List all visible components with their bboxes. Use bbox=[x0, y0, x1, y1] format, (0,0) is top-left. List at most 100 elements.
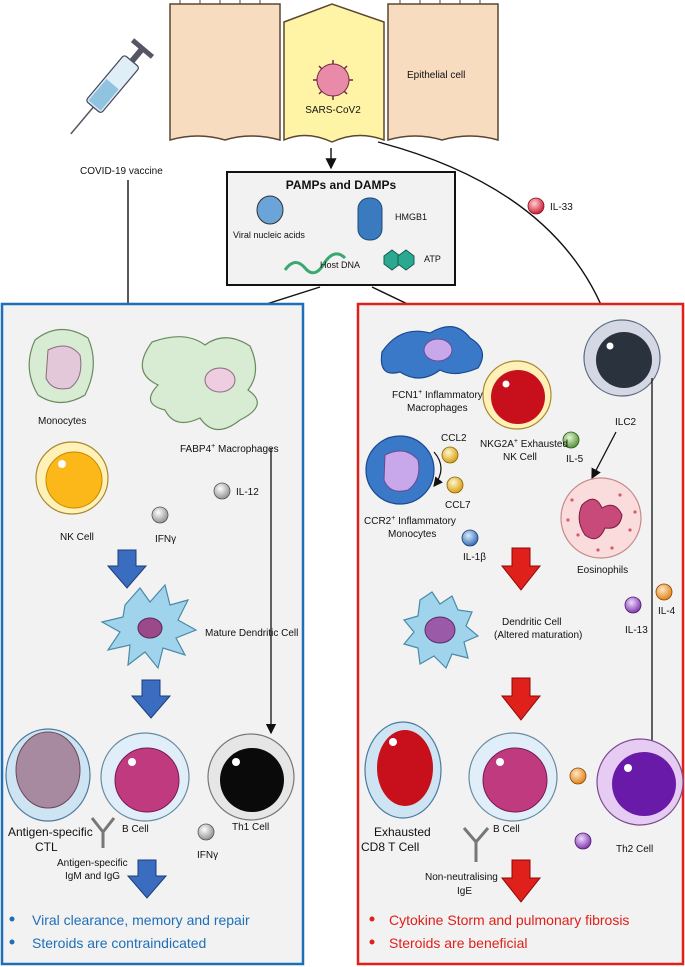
epithelial-label: Epithelial cell bbox=[407, 70, 465, 81]
th2-cell-label: Th2 Cell bbox=[616, 844, 653, 855]
fcn1-label-2: Macrophages bbox=[407, 403, 468, 414]
b-cell-icon-left bbox=[100, 732, 190, 822]
cd8-label-1: Exhausted bbox=[374, 825, 431, 839]
antibody-label-2: IgM and IgG bbox=[65, 871, 120, 882]
ctl-label-1: Antigen-specific bbox=[8, 825, 93, 839]
b-cell-label-right: B Cell bbox=[493, 824, 520, 835]
nkg2a-rest: Exhausted bbox=[518, 439, 568, 450]
ccl7-label: CCL7 bbox=[445, 500, 471, 511]
eosinophils-label: Eosinophils bbox=[577, 565, 628, 576]
il5-label: IL-5 bbox=[566, 454, 584, 465]
ifng-label-1: IFNγ bbox=[155, 534, 176, 545]
b-cell-icon-right bbox=[468, 732, 558, 822]
atp-label: ATP bbox=[424, 254, 441, 264]
il4-label: IL-4 bbox=[658, 606, 676, 617]
il13-label: IL-13 bbox=[625, 625, 648, 636]
fcn1-label-1: FCN1+ Inflammatory bbox=[392, 389, 483, 401]
b-cell-label-left: B Cell bbox=[122, 824, 149, 835]
fabp4-text: FABP4 bbox=[180, 444, 212, 455]
viral-nucleic-acid-icon bbox=[256, 195, 284, 225]
pamps-title: PAMPs and DAMPs bbox=[286, 178, 397, 192]
hmgb1-icon bbox=[357, 197, 383, 241]
th1-cell-label: Th1 Cell bbox=[232, 822, 269, 833]
epithelial-cell-right bbox=[387, 3, 499, 142]
il1b-cytokine-icon bbox=[461, 529, 479, 547]
il12-cytokine-icon bbox=[213, 482, 231, 500]
nkg2a-text: NKG2A bbox=[480, 439, 514, 450]
host-dna-label: Host DNA bbox=[320, 260, 360, 270]
left-bullet-1: Viral clearance, memory and repair bbox=[32, 912, 250, 928]
red-down-arrow-3 bbox=[500, 859, 542, 903]
red-down-arrow-2 bbox=[500, 677, 542, 721]
ifng-label-2: IFNγ bbox=[197, 850, 218, 861]
nk-cell-icon bbox=[35, 441, 109, 515]
fcn1-macrophage-icon bbox=[380, 326, 484, 379]
atp-icon bbox=[383, 249, 415, 271]
il33-cytokine-icon bbox=[527, 197, 545, 215]
ccr2-monocyte-icon bbox=[365, 435, 435, 505]
antigen-specific-ctl-icon bbox=[5, 728, 91, 822]
antibody-icon-left bbox=[90, 817, 116, 848]
left-bullet-2: Steroids are contraindicated bbox=[32, 935, 206, 951]
blue-down-arrow-2 bbox=[130, 679, 172, 719]
left-outcomes: Viral clearance, memory and repair Stero… bbox=[9, 912, 250, 951]
nk-cell-label: NK Cell bbox=[60, 532, 94, 543]
antibody-icon-right bbox=[462, 827, 490, 862]
viral-nucleic-acids-label: Viral nucleic acids bbox=[233, 230, 305, 240]
il12-label: IL-12 bbox=[236, 487, 259, 498]
fabp4-macrophage-icon bbox=[141, 336, 258, 431]
ccr2-rest: Inflammatory bbox=[395, 516, 456, 527]
ccr2-label-2: Monocytes bbox=[388, 529, 436, 540]
right-bullet-2: Steroids are beneficial bbox=[389, 935, 528, 951]
monocyte-icon bbox=[28, 328, 94, 404]
antibody-label-1: Antigen-specific bbox=[57, 858, 128, 869]
monocytes-label: Monocytes bbox=[38, 416, 86, 427]
ilc2-to-eos-arrow bbox=[591, 431, 617, 480]
mature-dc-label: Mature Dendritic Cell bbox=[205, 628, 298, 639]
nkg2a-nk-cell-icon bbox=[482, 360, 552, 430]
epithelium: SARS-CoV2 Epithelial cell bbox=[169, 0, 499, 143]
th2-cytokine-orange bbox=[569, 767, 587, 785]
ccr2-text: CCR2 bbox=[364, 516, 392, 527]
th1-cell-icon bbox=[207, 733, 295, 821]
il13-cytokine-icon bbox=[624, 596, 642, 614]
fcn1-rest: Inflammatory bbox=[422, 390, 483, 401]
eosinophil-icon bbox=[560, 477, 642, 559]
right-bullet-1: Cytokine Storm and pulmonary fibrosis bbox=[389, 912, 629, 928]
virus-label: SARS-CoV2 bbox=[305, 105, 361, 116]
ilc2-icon bbox=[583, 319, 661, 397]
left-panel bbox=[0, 302, 305, 966]
nkg2a-label-2: NK Cell bbox=[503, 452, 537, 463]
fabp4-sup: + bbox=[211, 443, 215, 450]
altered-dc-label-2: (Altered maturation) bbox=[494, 630, 582, 641]
blue-down-arrow-1 bbox=[106, 549, 148, 589]
blue-down-arrow-3 bbox=[126, 859, 168, 899]
sars-cov2-virus-icon bbox=[313, 60, 353, 100]
nkg2a-label-1: NKG2A+ Exhausted bbox=[480, 438, 568, 450]
cd8-label-2: CD8 T Cell bbox=[361, 840, 419, 854]
ilc2-label: ILC2 bbox=[615, 417, 637, 428]
non-neutralising-label-1: Non-neutralising bbox=[425, 872, 498, 883]
hmgb1-label: HMGB1 bbox=[395, 212, 427, 222]
ifng-cytokine-icon-2 bbox=[197, 823, 215, 841]
vaccine-label: COVID-19 vaccine bbox=[80, 166, 163, 177]
fcn1-sup: + bbox=[418, 389, 422, 396]
ccl-loop-arrow bbox=[433, 451, 443, 487]
epithelial-cell-left bbox=[169, 3, 281, 141]
altered-dc-label-1: Dendritic Cell bbox=[502, 617, 561, 628]
ifng-cytokine-icon-1 bbox=[151, 506, 169, 524]
altered-dendritic-cell-icon bbox=[402, 591, 480, 670]
fcn1-text: FCN1 bbox=[392, 390, 419, 401]
th2-cytokine-purple bbox=[574, 832, 592, 850]
pamps-damps-box: PAMPs and DAMPs Viral nucleic acids HMGB… bbox=[226, 171, 456, 286]
nkg2a-sup: + bbox=[514, 438, 518, 445]
fabp4-rest: Macrophages bbox=[215, 444, 278, 455]
cilia bbox=[179, 0, 481, 4]
ccl2-label: CCL2 bbox=[441, 433, 467, 444]
il4-cytokine-icon bbox=[655, 583, 673, 601]
fabp4-macrophage-label: FABP4+ Macrophages bbox=[180, 443, 279, 455]
right-outcomes: Cytokine Storm and pulmonary fibrosis St… bbox=[369, 912, 629, 951]
th2-cell-icon bbox=[596, 738, 684, 826]
red-down-arrow-1 bbox=[500, 547, 542, 591]
